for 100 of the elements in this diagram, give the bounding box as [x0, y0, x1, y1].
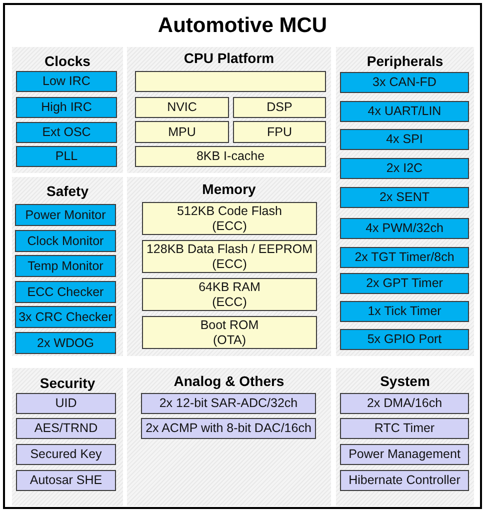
module-block: [142, 316, 317, 349]
module-label: 2x I2C: [386, 161, 423, 176]
module-label: 4x PWM/32ch: [366, 221, 444, 236]
diagram-title: Automotive MCU: [158, 13, 328, 39]
module-label: 64KB RAM: [198, 280, 260, 294]
module-label: Temp Monitor: [28, 258, 104, 274]
module-block: [15, 306, 116, 328]
module-block: [340, 158, 469, 179]
panel-heading: Security: [40, 375, 96, 392]
module-label: 2x 12-bit SAR-ADC/32ch: [159, 396, 298, 411]
module-label: 128KB Data Flash / EEPROM: [146, 242, 313, 256]
module-label: 2x TGT Timer/8ch: [354, 250, 454, 265]
module-block: [340, 247, 469, 268]
module-label: 2x GPT Timer: [366, 276, 443, 291]
module-label: UID: [55, 396, 77, 411]
module-block: [340, 129, 469, 150]
module-block: [135, 146, 326, 167]
module-label: Boot ROM: [200, 318, 259, 332]
module-label: 3x CRC Checker: [18, 310, 112, 324]
panel-heading: Memory: [202, 181, 256, 198]
module-label: PLL: [55, 149, 78, 164]
module-block: [340, 470, 469, 491]
module-detail: (ECC): [212, 256, 247, 272]
module-block: [16, 122, 117, 143]
module-block: [16, 470, 116, 491]
module-label: RTC Timer: [374, 421, 435, 436]
module-label: Ext OSC: [42, 125, 91, 140]
module-label: High IRC: [41, 100, 92, 115]
module-label: Autosar SHE: [30, 473, 102, 488]
module-block: [142, 278, 317, 311]
group-panel: [127, 368, 331, 506]
module-block: [340, 301, 469, 322]
module-block: [141, 393, 316, 414]
module-label: Low IRC: [42, 74, 90, 89]
group-panel: [336, 47, 474, 356]
module-block: [15, 255, 116, 277]
module-block: [340, 273, 469, 294]
module-label: 1x Tick Timer: [368, 304, 442, 319]
core-block: [135, 71, 326, 92]
panel-heading: CPU Platform: [184, 50, 274, 67]
group-panel: [12, 368, 123, 506]
panel-heading: Analog & Others: [174, 373, 284, 390]
module-block: [142, 202, 317, 235]
module-label: 2x WDOG: [37, 336, 94, 350]
module-label: 4x UART/LIN: [368, 104, 442, 119]
module-block: [142, 240, 317, 273]
group-panel: [127, 177, 331, 356]
module-label: Hibernate Controller: [348, 473, 460, 488]
module-label: 4x SPI: [386, 132, 423, 147]
module-label: Secured Key: [30, 447, 102, 462]
module-block: [16, 418, 116, 439]
module-block: [340, 72, 469, 93]
module-label: Power Monitor: [25, 208, 106, 222]
module-detail: (ECC): [212, 218, 247, 234]
module-block: [15, 281, 116, 303]
module-block: [16, 71, 117, 92]
module-block: [15, 204, 116, 226]
module-label: 8KB I-cache: [196, 149, 265, 164]
module-block: [340, 418, 469, 439]
module-block: [16, 146, 117, 167]
module-label: Clock Monitor: [27, 234, 104, 248]
group-panel: [12, 47, 123, 173]
module-block: [16, 444, 116, 465]
module-block: [340, 329, 469, 350]
module-label: 512KB Code Flash: [177, 204, 282, 218]
panel-heading: Clocks: [44, 53, 90, 70]
group-panel: [336, 368, 474, 506]
module-detail: (ECC): [212, 294, 247, 310]
module-block: [233, 121, 326, 143]
module-label: 5x GPIO Port: [367, 332, 442, 347]
module-label: ECC Checker: [27, 284, 104, 300]
group-panel: [127, 47, 331, 173]
module-block: [340, 218, 469, 239]
module-label: 2x SENT: [379, 190, 430, 205]
module-label: FPU: [267, 124, 292, 140]
module-label: MPU: [168, 124, 196, 140]
module-label: 3x CAN-FD: [372, 75, 436, 90]
module-label: NVIC: [167, 100, 197, 115]
group-panel: [12, 177, 123, 356]
module-block: [340, 187, 469, 208]
module-block: [135, 121, 229, 143]
module-block: [15, 332, 116, 354]
panel-heading: Peripherals: [366, 53, 444, 70]
module-block: [16, 393, 116, 414]
module-label: DSP: [266, 100, 292, 115]
module-block: [233, 97, 326, 118]
module-block: [15, 230, 116, 252]
module-block: [16, 97, 117, 118]
module-block: [135, 97, 229, 118]
module-block: [340, 101, 469, 122]
module-label: 2x ACMP with 8-bit DAC/16ch: [146, 421, 312, 436]
panel-heading: System: [380, 373, 430, 390]
module-block: [340, 393, 469, 414]
module-block: [141, 418, 316, 439]
module-block: [340, 444, 469, 465]
module-label: 2x DMA/16ch: [366, 396, 442, 411]
panel-heading: Safety: [46, 183, 89, 200]
module-label: AES/TRND: [34, 421, 98, 436]
module-detail: (OTA): [212, 332, 246, 348]
module-label: Power Management: [348, 447, 460, 462]
